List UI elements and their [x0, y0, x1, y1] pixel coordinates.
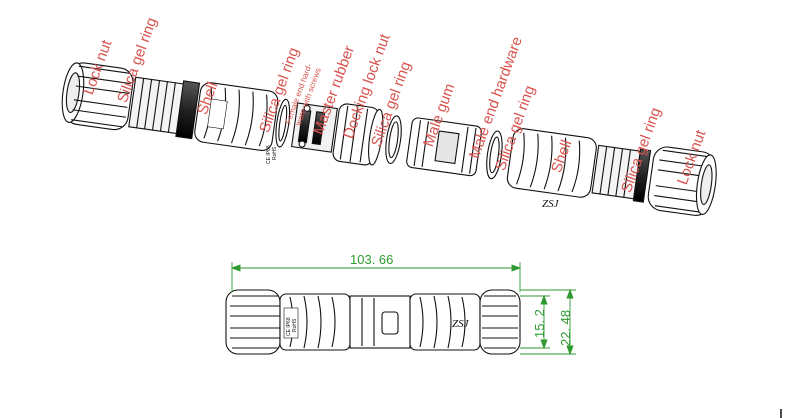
rohs-marking-exploded: RoHS: [272, 146, 278, 160]
shell-left-part: [194, 82, 279, 151]
silica-gel-ring-4-part: [486, 130, 503, 180]
lock-nut-left-part: [61, 62, 134, 131]
dimension-length: 103. 66: [350, 252, 394, 267]
dimension-outer-height: 22. 48: [558, 309, 573, 346]
exploded-view: [61, 62, 717, 216]
shell-right-part: [506, 128, 597, 198]
docking-lock-nut-part: [332, 103, 384, 166]
dimension-inner-height: 15. 2: [532, 309, 547, 338]
silica-gel-ring-3-part: [385, 115, 402, 165]
right-threaded-sleeve: [591, 144, 652, 203]
assembled-view: [225, 289, 521, 355]
rohs-marking-assembled: RoHS: [292, 318, 298, 332]
brand-logo-assembled: ZSJ: [452, 318, 469, 330]
lock-nut-right-part: [647, 146, 717, 216]
brand-logo-exploded: ZSJ: [542, 198, 559, 210]
silica-gel-ring-2-part: [275, 98, 291, 148]
male-end-hardware-part: [406, 117, 482, 177]
dimension-lines: [230, 262, 576, 356]
left-threaded-sleeve: [128, 76, 201, 140]
female-end-hardware-part: [290, 102, 338, 153]
